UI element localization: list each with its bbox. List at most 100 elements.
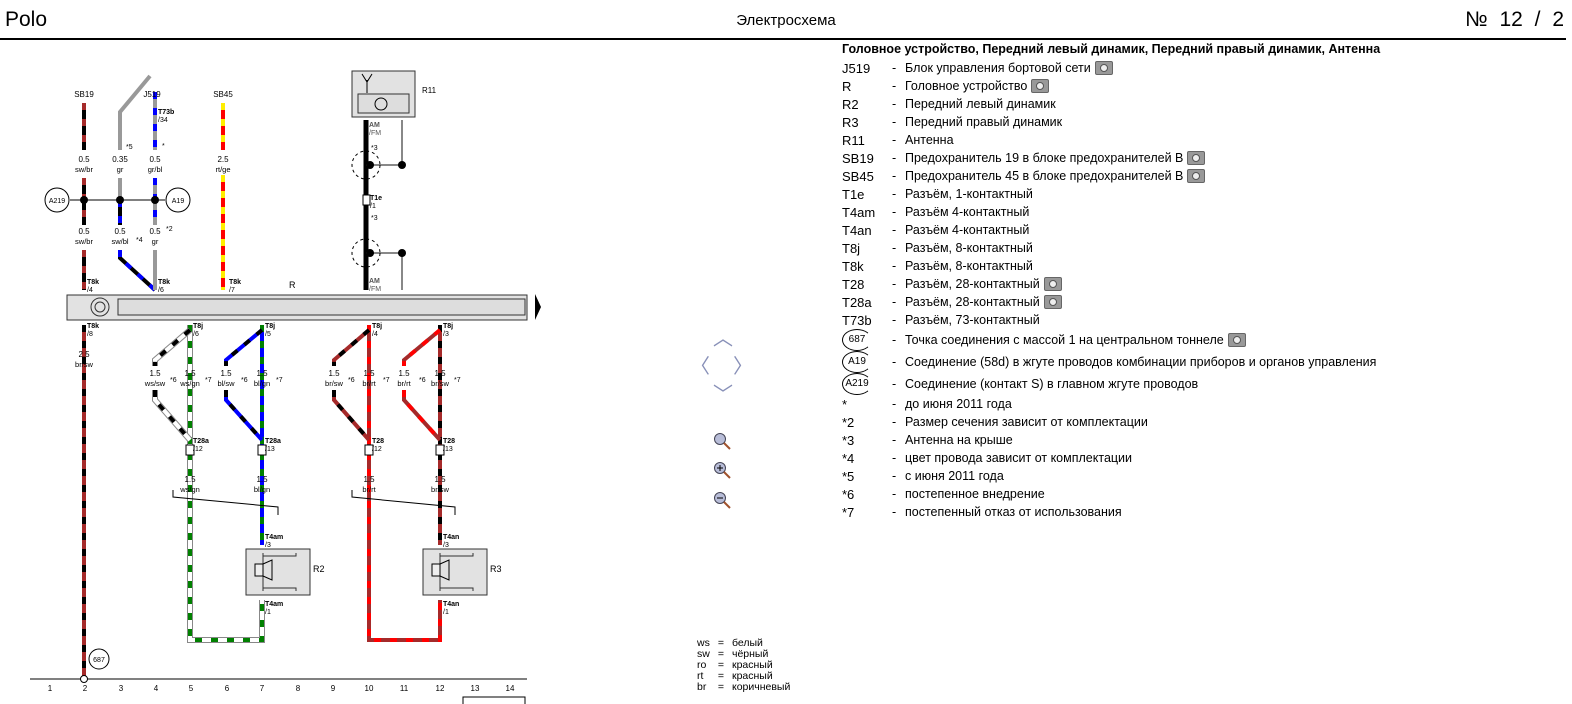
camera-icon[interactable]: [1031, 79, 1050, 93]
legend-code-cell: R: [842, 79, 892, 94]
camera-icon[interactable]: [1227, 333, 1246, 347]
zoom-fit-icon[interactable]: [713, 432, 731, 450]
nav-down-button[interactable]: ﹀: [713, 384, 733, 406]
wire-color: gr: [152, 237, 159, 246]
camera-icon[interactable]: [1043, 295, 1062, 309]
connector-pin: /FM: [369, 130, 381, 137]
legend-code-cell: T28a: [842, 295, 892, 310]
wire-color: ws/gn: [179, 379, 200, 388]
zoom-out-icon[interactable]: [713, 491, 731, 509]
wire-color: br/sw: [431, 379, 450, 388]
color-key-eq: =: [717, 648, 724, 660]
connector-pin: /4: [87, 287, 93, 294]
connector-label: T8k: [87, 279, 99, 286]
legend-item: T8j-Разъём, 8-контактный: [842, 239, 1380, 257]
legend-text: Разъём, 28-контактный: [905, 277, 1040, 291]
diagram-id-box: [462, 696, 526, 704]
wire-size: 1.5: [434, 475, 446, 484]
wire-color: bl/gn: [254, 379, 270, 388]
wire-color: rt/ge: [215, 165, 230, 174]
nav-left-button[interactable]: 〈: [690, 356, 710, 378]
legend-code: T8j: [842, 240, 861, 256]
footnote-mark: *7: [276, 377, 283, 384]
junction-dot: [116, 196, 124, 204]
nav-up-button[interactable]: ︿: [713, 328, 733, 350]
color-key-row: sw=чёрный: [697, 649, 798, 660]
legend-code: R3: [842, 114, 859, 130]
junction-dot: [398, 161, 406, 169]
camera-icon[interactable]: [1094, 61, 1113, 75]
wire-stripe: [188, 325, 264, 642]
legend-item: T4an-Разъём 4-контактный: [842, 221, 1380, 239]
color-key-abbr: rt: [697, 670, 704, 682]
wire-size: 1.5: [363, 475, 375, 484]
shield-bracket: [172, 490, 279, 515]
speaker-icon: [254, 563, 264, 577]
legend-dash: -: [892, 377, 897, 391]
legend-text: до июня 2011 года: [905, 397, 1012, 411]
connector-housing: [435, 444, 445, 456]
connector-label: T4am: [265, 534, 283, 541]
legend-text: Предохранитель 45 в блоке предохранителе…: [905, 169, 1184, 183]
camera-icon[interactable]: [1187, 169, 1206, 183]
footnote-mark: *2: [166, 226, 173, 233]
page-number: № 12 / 2: [1465, 8, 1564, 31]
connector-label: T1e: [370, 195, 382, 202]
column-number: 6: [225, 684, 230, 693]
legend-code-cell: *3: [842, 433, 892, 448]
page-title: Электросхема: [736, 12, 836, 29]
connector-pin: /1: [265, 609, 271, 616]
legend-text: постепенный отказ от использования: [905, 505, 1122, 519]
connector-label: T28: [443, 438, 455, 445]
legend-text: Размер сечения зависит от комплектации: [905, 415, 1148, 429]
footnote-mark: *6: [170, 377, 177, 384]
legend-code-cell: *5: [842, 469, 892, 484]
legend-code: R: [842, 78, 852, 94]
ground-point: [80, 675, 88, 683]
color-key-row: ws=белый: [697, 638, 798, 649]
legend-code: *3: [842, 432, 855, 448]
wire-color: br/rt: [362, 379, 376, 388]
wire-color: gr: [117, 165, 124, 174]
footnote-mark: *3: [371, 215, 378, 222]
color-key-abbr: ro: [697, 659, 707, 671]
connector-label: T8j: [265, 323, 275, 330]
camera-icon[interactable]: [1187, 151, 1206, 165]
legend-code: *7: [842, 504, 855, 520]
node-label-a219: A219: [49, 198, 65, 205]
legend-item: *6-постепенное внедрение: [842, 485, 1380, 503]
legend-code: T8k: [842, 258, 864, 274]
legend-text: Точка соединения с массой 1 на центральн…: [905, 333, 1224, 347]
connector-pin: /13: [443, 446, 453, 453]
legend-dash: -: [892, 223, 897, 237]
legend-code-cell: T4an: [842, 223, 892, 238]
legend-item: *-до июня 2011 года: [842, 395, 1380, 413]
wire-color: sw/br: [75, 165, 93, 174]
wire-size: 0.35: [112, 155, 128, 164]
color-key-name: коричневый: [731, 681, 791, 693]
model-name: Polo: [5, 8, 48, 31]
wire-color: bl/sw: [217, 379, 235, 388]
camera-icon[interactable]: [1043, 277, 1062, 291]
legend-dash: -: [892, 451, 897, 465]
junction-dot: [151, 196, 159, 204]
color-key-row: br=коричневый: [697, 682, 798, 693]
nav-right-button[interactable]: 〉: [733, 356, 753, 378]
column-number: 9: [331, 684, 336, 693]
connector-label: T4an: [443, 534, 459, 541]
column-number: 7: [260, 684, 265, 693]
legend-code: A19: [842, 351, 872, 373]
connector-pin: /3: [443, 331, 449, 338]
connector-pin: /1: [443, 609, 449, 616]
zoom-in-icon[interactable]: [713, 461, 731, 479]
color-key-row: ro=красный: [697, 660, 798, 671]
column-number: 11: [400, 684, 409, 693]
color-key-name: белый: [731, 637, 763, 649]
legend-text: постепенное внедрение: [905, 487, 1045, 501]
wire-size: 1.5: [256, 369, 268, 378]
legend-item: 687-Точка соединения с массой 1 на центр…: [842, 329, 1380, 351]
legend-code: T28a: [842, 294, 872, 310]
column-number: 13: [471, 684, 480, 693]
